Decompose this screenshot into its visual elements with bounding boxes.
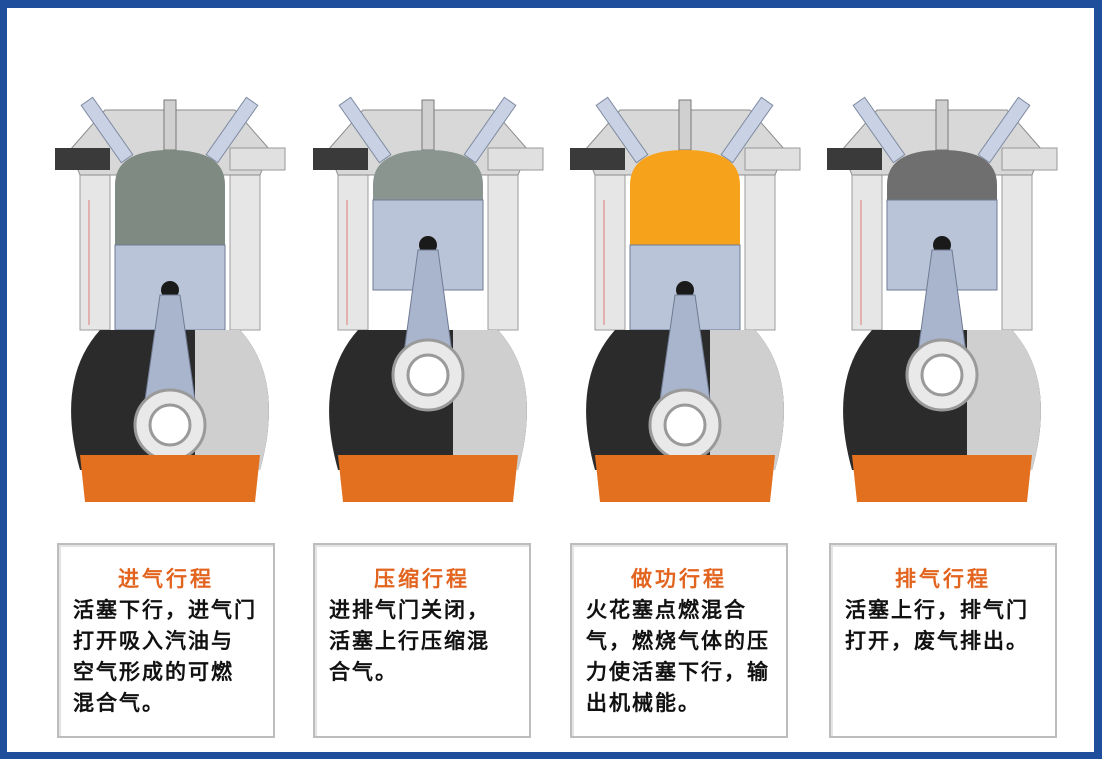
stroke-exhaust: 排气行程 活塞上行，排气门 打开，废气排出。 (817, 0, 1067, 759)
engine-illustration-power (570, 96, 801, 502)
stroke-title: 排气行程 (895, 567, 991, 591)
stroke-description: 活塞上行，排气门 打开，废气排出。 (845, 598, 1029, 653)
stroke-intake: 进气行程 活塞下行，进气门 打开吸入汽油与 空气形成的可燃 混合气。 (45, 0, 295, 759)
stroke-description: 进排气门关闭， 活塞上行压缩混 合气。 (329, 598, 490, 684)
caption-box-intake: 进气行程 活塞下行，进气门 打开吸入汽油与 空气形成的可燃 混合气。 (57, 543, 275, 738)
stroke-compression: 压缩行程 进排气门关闭， 活塞上行压缩混 合气。 (303, 0, 553, 759)
stroke-title: 压缩行程 (374, 567, 470, 591)
stroke-description: 活塞下行，进气门 打开吸入汽油与 空气形成的可燃 混合气。 (73, 598, 257, 715)
engine-illustration-compression (313, 96, 544, 502)
caption-box-power: 做功行程 火花塞点燃混合 气，燃烧气体的压 力使活塞下行，输 出机械能。 (570, 543, 788, 738)
engine-illustration-intake (55, 96, 286, 502)
engine-illustration-exhaust (827, 96, 1058, 502)
caption-box-exhaust: 排气行程 活塞上行，排气门 打开，废气排出。 (829, 543, 1057, 738)
caption-box-compression: 压缩行程 进排气门关闭， 活塞上行压缩混 合气。 (313, 543, 531, 738)
stroke-title: 做功行程 (631, 567, 727, 591)
stroke-title: 进气行程 (118, 567, 214, 591)
stroke-power: 做功行程 火花塞点燃混合 气，燃烧气体的压 力使活塞下行，输 出机械能。 (560, 0, 810, 759)
stroke-description: 火花塞点燃混合 气，燃烧气体的压 力使活塞下行，输 出机械能。 (586, 598, 770, 715)
